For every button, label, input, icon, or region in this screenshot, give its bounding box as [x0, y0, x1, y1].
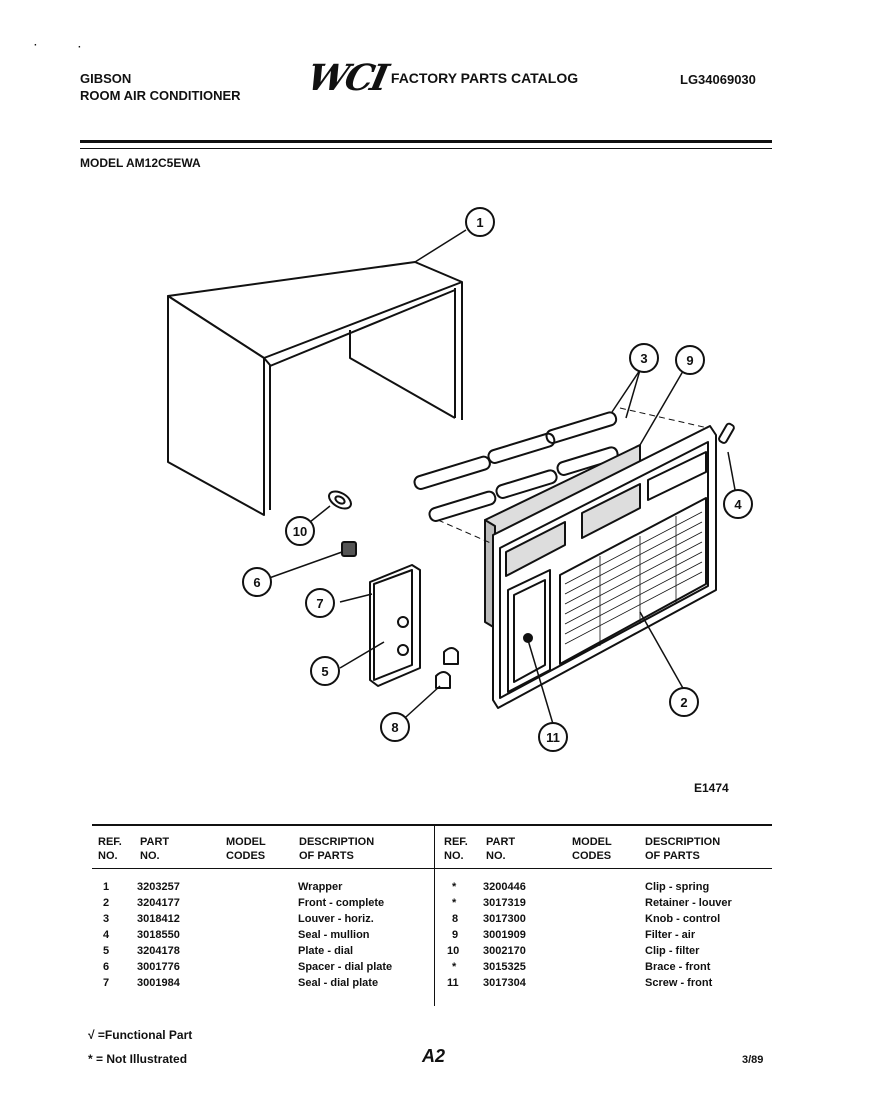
header-rule-thin — [80, 148, 772, 149]
callout-label: 11 — [546, 730, 560, 745]
callout-label: 9 — [686, 353, 693, 368]
dial-plate-part — [369, 564, 421, 687]
front-part — [492, 425, 717, 709]
header-ref-right: REF. NO. — [444, 836, 468, 862]
scan-speck: · — [78, 42, 82, 53]
callout-4 — [723, 489, 753, 519]
catalog-heading: WCI FACTORY PARTS CATALOG — [304, 57, 579, 99]
callout-label: 1 — [476, 215, 483, 230]
callout-label: 2 — [680, 695, 687, 710]
knob-part — [435, 647, 459, 689]
callout-1 — [465, 207, 495, 237]
header-part: PART NO. — [140, 836, 170, 862]
callout-label: 10 — [293, 524, 307, 539]
model-label: MODEL AM12C5EWA — [80, 156, 201, 170]
callout-label: 7 — [316, 596, 323, 611]
callout-6 — [242, 567, 272, 597]
wci-logo: WCI — [303, 57, 390, 99]
table-column-divider — [434, 826, 435, 1006]
header-desc: DESCRIPTION OF PARTS — [299, 836, 375, 862]
diagram-code: E1474 — [694, 781, 729, 795]
louver-parts — [413, 411, 619, 522]
brand-block: GIBSON ROOM AIR CONDITIONER — [80, 70, 241, 104]
header-part-right: PART NO. — [486, 836, 516, 862]
callout-label: 5 — [321, 664, 328, 679]
callout-2 — [669, 687, 699, 717]
clip-filter-part — [328, 490, 352, 510]
callout-5 — [310, 656, 340, 686]
functional-part-note: √ =Functional Part — [88, 1028, 193, 1042]
page-number: A2 — [422, 1046, 446, 1066]
header-ref: REF. NO. — [98, 836, 122, 862]
callout-11 — [538, 722, 568, 752]
date-code: 3/89 — [742, 1054, 764, 1066]
header-model-right: MODEL CODES — [572, 836, 612, 862]
callout-10 — [285, 516, 315, 546]
catalog-title: FACTORY PARTS CATALOG — [390, 70, 579, 86]
callout-label: 8 — [391, 720, 398, 735]
spacer-part — [341, 541, 357, 557]
header-rule-thick — [80, 140, 772, 143]
callout-label: 3 — [640, 351, 647, 366]
callout-label: 6 — [253, 575, 260, 590]
table-rule-header — [92, 868, 772, 869]
product-type: ROOM AIR CONDITIONER — [80, 88, 241, 103]
callout-7 — [305, 588, 335, 618]
seal-mullion-part — [718, 422, 735, 444]
header-model: MODEL CODES — [226, 836, 266, 862]
scan-speck: · — [34, 40, 38, 51]
brand-name: GIBSON — [80, 71, 132, 86]
callout-8 — [380, 712, 410, 742]
wrapper-part — [167, 261, 463, 516]
not-illustrated-note: * = Not Illustrated — [88, 1052, 188, 1066]
callout-circles — [242, 207, 753, 752]
exploded-parts-diagram: 1 3 9 4 10 6 7 5 8 11 2 — [167, 207, 753, 752]
callout-label: 4 — [734, 497, 742, 512]
table-rule-top — [92, 824, 772, 826]
header-desc-right: DESCRIPTION OF PARTS — [645, 836, 721, 862]
catalog-number: LG34069030 — [680, 72, 756, 87]
callout-labels: 1 3 9 4 10 6 7 5 8 11 2 — [253, 215, 742, 745]
callout-9 — [675, 345, 705, 375]
callout-3 — [629, 343, 659, 373]
